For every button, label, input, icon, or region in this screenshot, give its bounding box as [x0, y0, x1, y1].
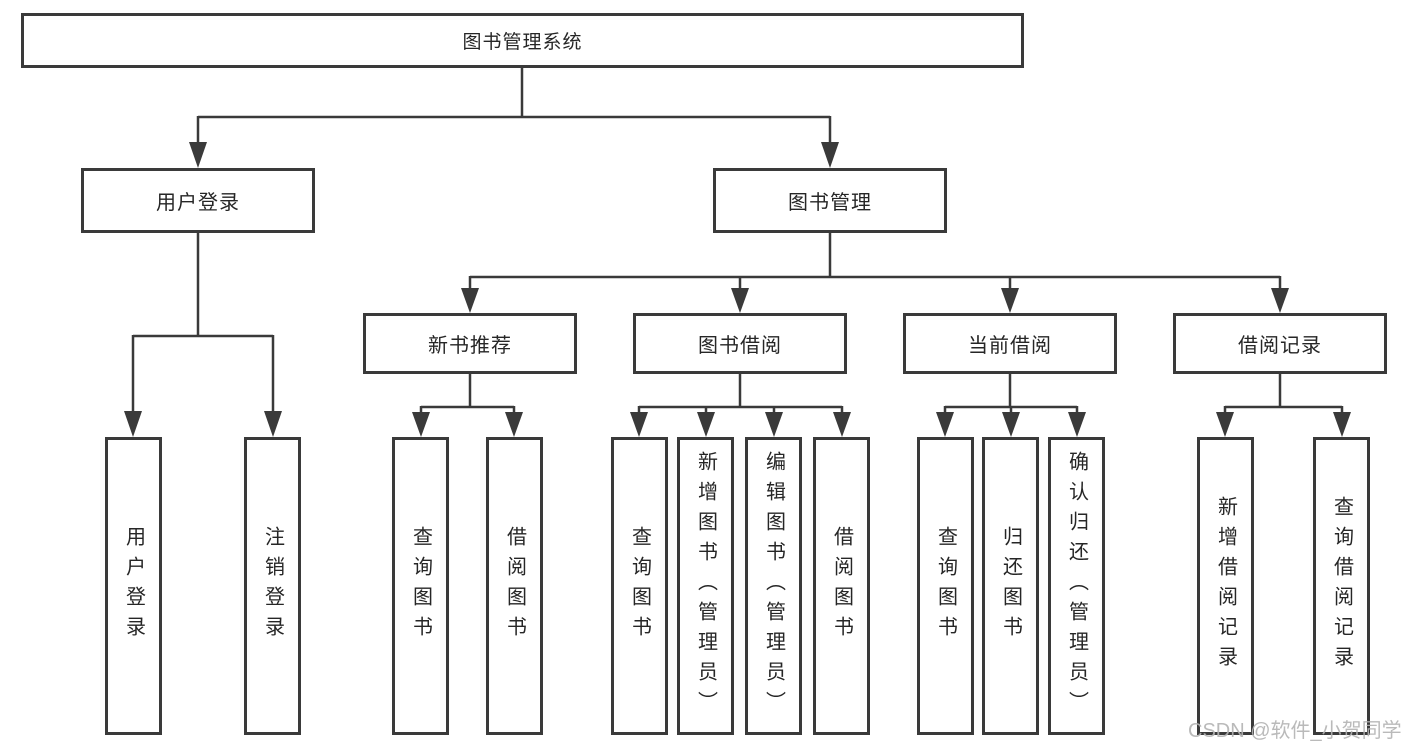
- arrowhead-icon: [765, 412, 783, 437]
- arrowhead-icon: [461, 288, 479, 313]
- connector-records-to-leaves: [1216, 374, 1351, 437]
- leaf-edit-books-admin: 编辑图书（管理员）: [745, 437, 802, 735]
- leaf-label: 借阅图书: [503, 526, 526, 646]
- arrowhead-icon: [412, 412, 430, 437]
- leaf-query-borrow-record: 查询借阅记录: [1313, 437, 1370, 735]
- arrowhead-icon: [189, 142, 207, 168]
- leaf-user-login: 用户登录: [105, 437, 162, 735]
- connector-bookmgmt-to-level3: [461, 232, 1289, 313]
- arrowhead-icon: [936, 412, 954, 437]
- node-current-borrowing: 当前借阅: [903, 313, 1117, 374]
- leaf-label: 确认归还（管理员）: [1065, 451, 1088, 721]
- node-user-login: 用户登录: [81, 168, 315, 233]
- arrowhead-icon: [630, 412, 648, 437]
- leaf-return-books: 归还图书: [982, 437, 1039, 735]
- connector-newbook-to-leaves: [412, 374, 523, 437]
- leaf-label: 注销登录: [261, 526, 284, 646]
- leaf-label: 新增借阅记录: [1214, 496, 1237, 676]
- leaf-label: 归还图书: [999, 526, 1022, 646]
- connector-userlogin-to-leaves: [124, 233, 282, 437]
- csdn-watermark: CSDN @软件_小贺同学: [1188, 720, 1402, 742]
- leaf-logout: 注销登录: [244, 437, 301, 735]
- node-borrowing-records: 借阅记录: [1173, 313, 1387, 374]
- arrowhead-icon: [833, 412, 851, 437]
- arrowhead-icon: [821, 142, 839, 168]
- leaf-label: 借阅图书: [830, 526, 853, 646]
- node-new-book-recommendation: 新书推荐: [363, 313, 577, 374]
- leaf-label: 查询图书: [409, 526, 432, 646]
- leaf-query-books-3: 查询图书: [917, 437, 974, 735]
- arrowhead-icon: [1001, 288, 1019, 313]
- leaf-query-books-2: 查询图书: [611, 437, 668, 735]
- connector-root-to-level2: [189, 68, 839, 168]
- connector-borrowing-to-leaves: [630, 374, 851, 437]
- leaf-add-borrow-record: 新增借阅记录: [1197, 437, 1254, 735]
- arrowhead-icon: [1068, 412, 1086, 437]
- arrowhead-icon: [1333, 412, 1351, 437]
- arrowhead-icon: [731, 288, 749, 313]
- connector-current-to-leaves: [936, 374, 1086, 437]
- node-book-management: 图书管理: [713, 168, 947, 233]
- node-library-management-system: 图书管理系统: [21, 13, 1024, 68]
- node-book-borrowing: 图书借阅: [633, 313, 847, 374]
- leaf-label: 查询图书: [934, 526, 957, 646]
- leaf-label: 用户登录: [122, 526, 145, 646]
- leaf-label: 查询图书: [628, 526, 651, 646]
- leaf-borrow-books-2: 借阅图书: [813, 437, 870, 735]
- leaf-borrow-books-1: 借阅图书: [486, 437, 543, 735]
- arrowhead-icon: [1002, 412, 1020, 437]
- leaf-label: 查询借阅记录: [1330, 496, 1353, 676]
- leaf-add-books-admin: 新增图书（管理员）: [677, 437, 734, 735]
- arrowhead-icon: [264, 411, 282, 437]
- leaf-label: 新增图书（管理员）: [694, 451, 717, 721]
- leaf-confirm-return-admin: 确认归还（管理员）: [1048, 437, 1105, 735]
- arrowhead-icon: [124, 411, 142, 437]
- leaf-label: 编辑图书（管理员）: [762, 451, 785, 721]
- leaf-query-books-1: 查询图书: [392, 437, 449, 735]
- arrowhead-icon: [697, 412, 715, 437]
- arrowhead-icon: [505, 412, 523, 437]
- arrowhead-icon: [1216, 412, 1234, 437]
- arrowhead-icon: [1271, 288, 1289, 313]
